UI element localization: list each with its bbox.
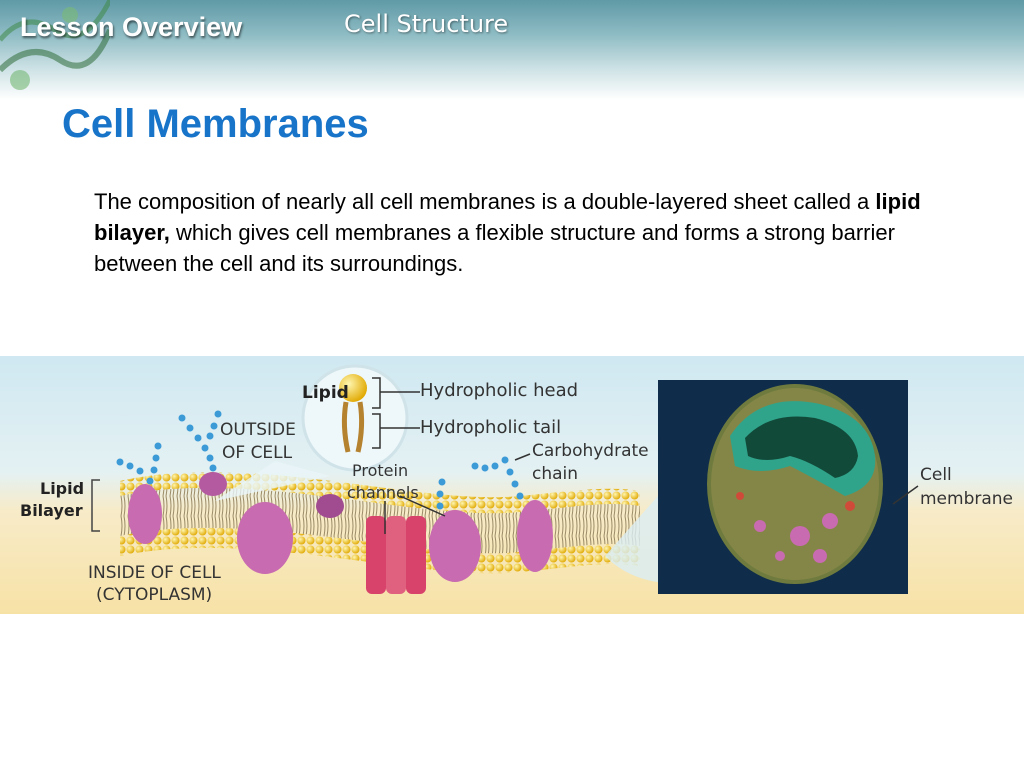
paragraph-text-start: The composition of nearly all cell membr…: [94, 189, 876, 214]
hydrophilic-tail-label: Hydropholic tail: [420, 417, 561, 438]
membrane-figure: Lipid Hydropholic head Hydropholic tail …: [0, 356, 1024, 614]
lesson-overview-label: Lesson Overview: [20, 12, 243, 42]
inside-label-line2: (CYTOPLASM): [96, 585, 212, 605]
protein-pointer: [384, 495, 446, 534]
body-paragraph: The composition of nearly all cell membr…: [94, 186, 954, 279]
carbohydrate-chain-icon: [116, 410, 524, 510]
lipid-bilayer-label-line2: Bilayer: [20, 501, 83, 520]
outside-label-line2: OF CELL: [222, 443, 293, 463]
hydrophilic-head-icon: [339, 374, 367, 402]
hydrophobic-tail-icon: [341, 401, 365, 453]
section-label: Cell Structure: [344, 10, 509, 38]
paragraph-text-end: which gives cell membranes a flexible st…: [94, 220, 895, 276]
carbohydrate-label-line1: Carbohydrate: [532, 441, 649, 461]
membrane-diagram: Lipid Hydropholic head Hydropholic tail …: [0, 356, 1024, 614]
protein-label-line1: Protein: [352, 461, 408, 480]
lipid-bilayer-label-line1: Lipid: [40, 479, 84, 498]
cell-membrane-label-line2: membrane: [920, 489, 1013, 509]
cell-membrane-label-line1: Cell: [920, 465, 952, 485]
lipid-label: Lipid: [302, 383, 349, 403]
channel-protein: [366, 516, 426, 594]
page-title: Cell Membranes: [62, 102, 369, 146]
membrane-protein: [128, 484, 162, 544]
paragraph-bold-term: lipid bilayer,: [94, 189, 921, 245]
membrane-protein: [517, 500, 553, 572]
outside-label-line1: OUTSIDE: [220, 420, 296, 440]
inside-label-line1: INSIDE OF CELL: [88, 563, 221, 583]
membrane-protein: [199, 472, 227, 496]
membrane-protein: [237, 502, 293, 574]
hydrophilic-head-label: Hydropholic head: [420, 380, 578, 401]
header-ornament-icon: [0, 0, 110, 90]
carbohydrate-label-line2: chain: [532, 464, 578, 484]
membrane-protein: [316, 494, 344, 518]
cell-micrograph: [658, 380, 908, 594]
header-band: [0, 0, 1024, 100]
protein-label-line2: channels: [347, 483, 419, 502]
lipid-magnifier: [215, 364, 420, 501]
membrane-protein: [429, 510, 481, 582]
